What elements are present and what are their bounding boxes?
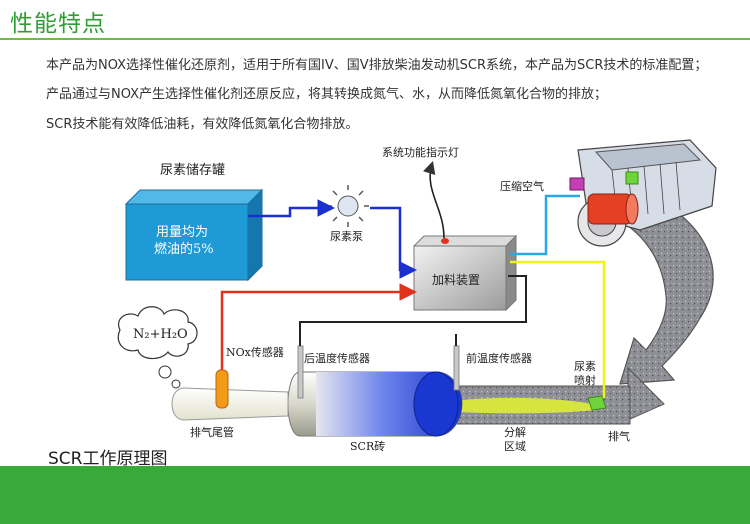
tank-usage-line-1: 用量均为: [156, 225, 208, 240]
decomposition-label-2: 区域: [504, 440, 526, 453]
urea-tank: [125, 203, 249, 281]
decomposition-label-1: 分解: [504, 425, 526, 439]
scr-brick-face: [413, 371, 459, 437]
indicator-lamp: [441, 238, 449, 244]
footer-band: [0, 466, 750, 524]
exhaust-flow-arrow: [603, 185, 714, 385]
urea-tank-top: [124, 189, 264, 205]
nox-sensor: [215, 369, 229, 409]
rear-temp-signal-line: [299, 275, 527, 346]
n2-h2o-cloud: [117, 306, 198, 360]
tank-label: 尿素储存罐: [160, 163, 225, 178]
intro-paragraph-3: SCR技术能有效降低油耗，有效降低氮氧化合物排放。: [46, 117, 359, 132]
dosing-unit-label: 加料装置: [432, 273, 480, 287]
intro-paragraph-1: 本产品为NOX选择性催化还原剂，适用于所有国IV、国V排放柴油发动机SCR系统，…: [46, 58, 708, 73]
nox-sensor-label: NOx传感器: [226, 346, 284, 359]
rear-temp-sensor: [297, 345, 304, 399]
pump-label: 尿素泵: [330, 230, 363, 243]
exhaust-label: 排气: [608, 429, 630, 443]
urea-spray: [448, 397, 596, 414]
dosing-unit-top: [412, 235, 518, 247]
smoke-bubble: [158, 365, 172, 379]
urea-pump: [337, 195, 359, 217]
indicator-cable: [423, 160, 445, 239]
smoke-bubble: [171, 379, 181, 389]
urea-injection-label-2: 喷射: [574, 373, 596, 387]
page-title: 性能特点: [10, 11, 106, 37]
tailpipe-label: 排气尾管: [190, 425, 234, 439]
compressed-air-label: 压缩空气: [500, 179, 544, 193]
dosing-unit: [413, 245, 507, 311]
scr-brick-label: SCR砖: [350, 439, 385, 453]
front-temp-label: 前温度传感器: [466, 351, 532, 365]
title-divider: [0, 38, 750, 40]
indicator-label: 系统功能指示灯: [382, 145, 459, 159]
rear-temp-label: 后温度传感器: [304, 351, 370, 365]
tank-usage-line-2: 燃油的5%: [154, 241, 214, 257]
diagram-caption: SCR工作原理图: [48, 449, 168, 469]
n2-h2o-label: N₂+H₂O: [133, 327, 188, 342]
nox-signal-line: [220, 283, 417, 370]
front-temp-sensor: [453, 345, 460, 391]
intro-paragraph-2: 产品通过与NOX产生选择性催化剂还原反应，将其转换成氮气、水，从而降低氮氧化合物…: [46, 87, 608, 102]
dosing-unit-side: [505, 234, 517, 312]
compressed-air-line: [510, 194, 580, 256]
diesel-engine: [569, 139, 717, 247]
urea-tank-side: [247, 188, 263, 282]
urea-injection-line: [510, 260, 606, 398]
tailpipe-body: [171, 387, 289, 421]
urea-injector: [587, 395, 607, 411]
urea-line-to-dosing: [370, 206, 417, 279]
urea-injection-label-1: 尿素: [574, 360, 596, 373]
urea-line-to-pump: [248, 199, 335, 218]
